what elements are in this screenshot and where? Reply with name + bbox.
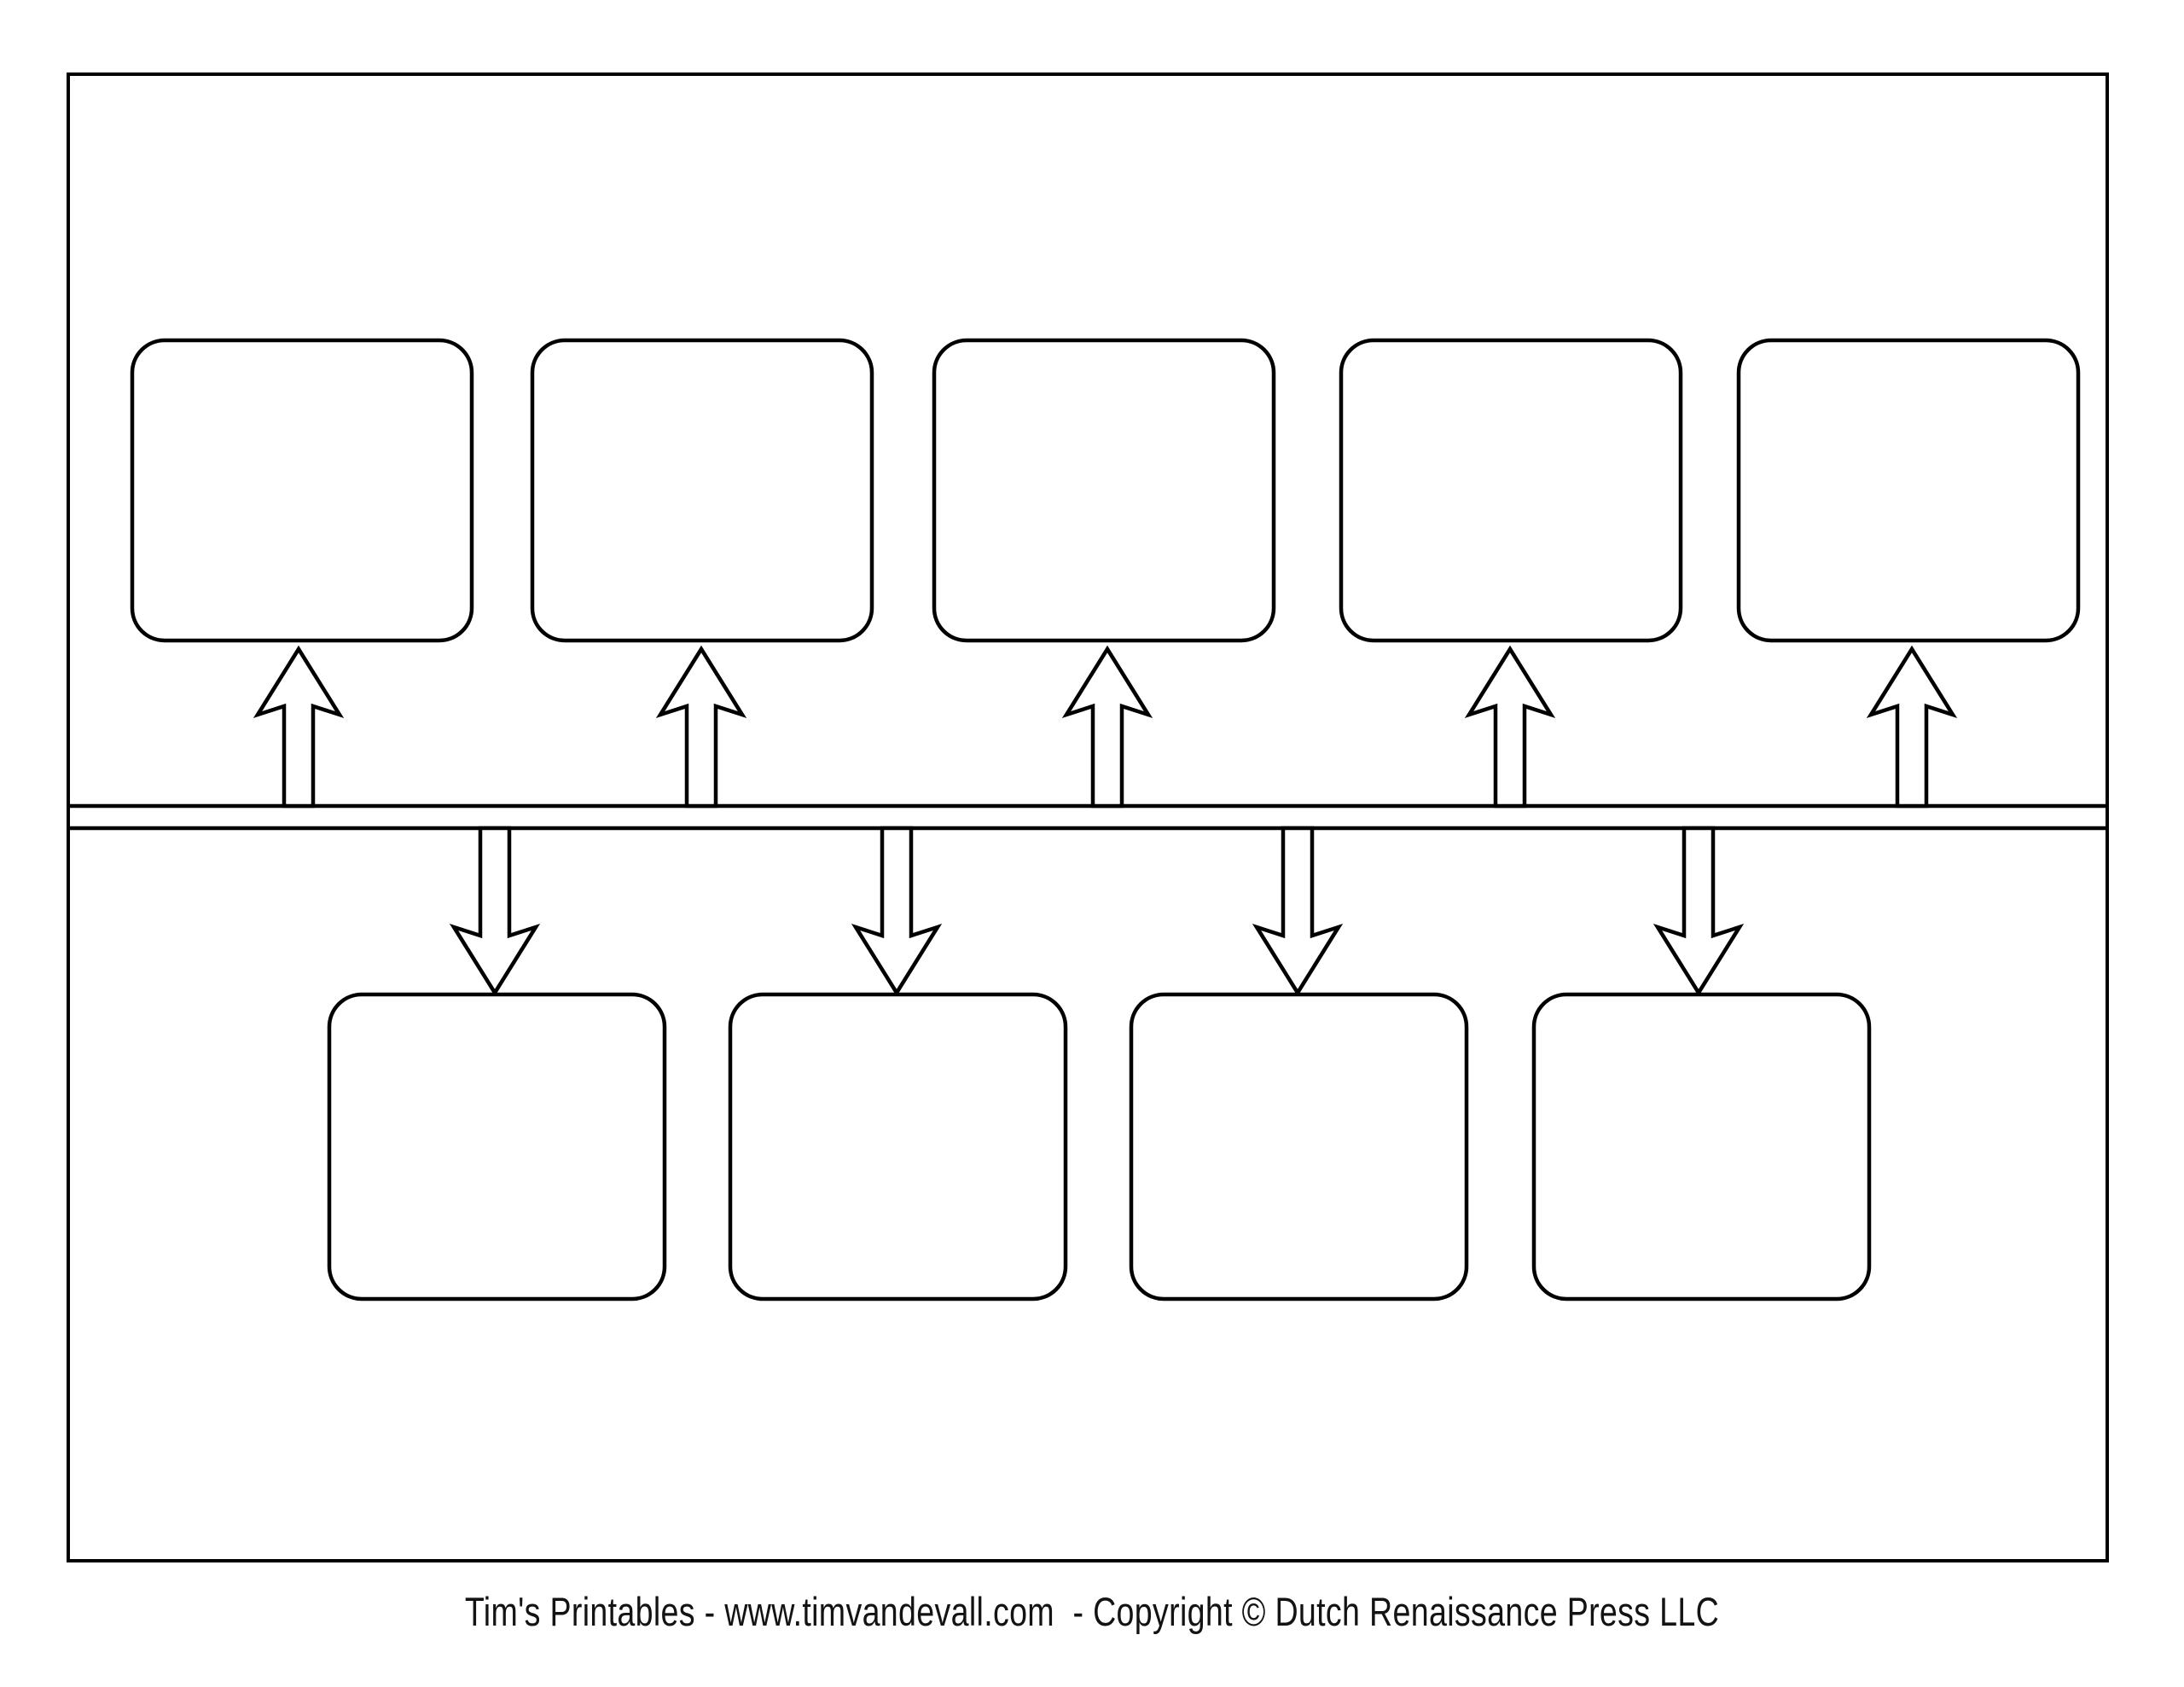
up-arrow-3[interactable] xyxy=(1061,645,1153,809)
bottom-event-box-1[interactable] xyxy=(327,992,667,1301)
up-arrow-5[interactable] xyxy=(1866,645,1958,809)
top-event-box-5[interactable] xyxy=(1736,338,2081,643)
down-arrow-3[interactable] xyxy=(1252,826,1344,997)
up-arrow-4[interactable] xyxy=(1464,645,1556,809)
up-arrow-group xyxy=(253,645,1958,809)
bottom-event-box-2[interactable] xyxy=(728,992,1068,1301)
bottom-event-box-row xyxy=(327,992,1872,1301)
timeline-rail xyxy=(68,803,2107,831)
bottom-event-box-4[interactable] xyxy=(1531,992,1872,1301)
up-arrow-2[interactable] xyxy=(655,645,747,809)
top-event-box-2[interactable] xyxy=(530,338,874,643)
footer-credit-text: Tim's Printables - www.timvandevall.com … xyxy=(464,1589,1720,1634)
top-event-box-1[interactable] xyxy=(130,338,474,643)
up-arrow-1[interactable] xyxy=(253,645,345,809)
top-event-box-row xyxy=(130,338,2081,643)
worksheet-border xyxy=(67,72,2109,1562)
down-arrow-4[interactable] xyxy=(1653,826,1745,997)
down-arrow-group xyxy=(449,826,1745,997)
top-event-box-4[interactable] xyxy=(1339,338,1683,643)
top-event-box-3[interactable] xyxy=(932,338,1276,643)
down-arrow-1[interactable] xyxy=(449,826,541,997)
down-arrow-2[interactable] xyxy=(851,826,943,997)
bottom-event-box-3[interactable] xyxy=(1129,992,1469,1301)
